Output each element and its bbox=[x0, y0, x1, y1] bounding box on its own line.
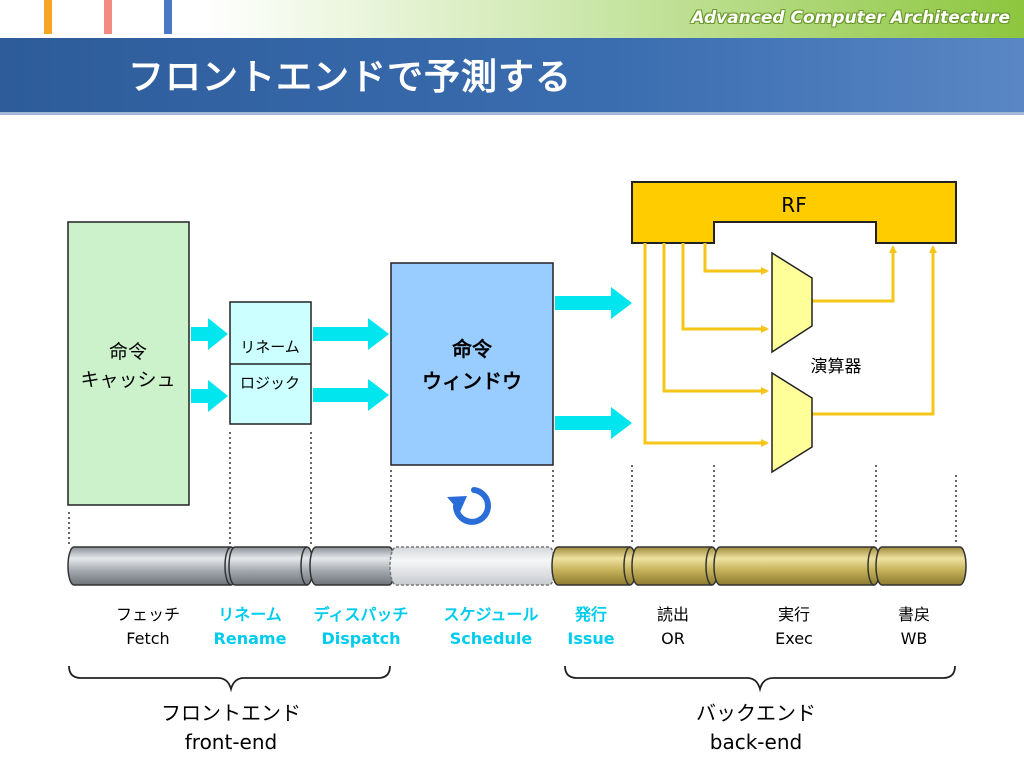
rename-label-top: リネーム bbox=[240, 338, 300, 356]
accent-bar bbox=[104, 0, 112, 34]
operand-wires bbox=[643, 243, 937, 447]
icache-label-line1: 命令 bbox=[109, 341, 147, 363]
stage-label-en: OR bbox=[661, 629, 685, 648]
arrow-right-icon bbox=[313, 379, 389, 411]
arrow-right-icon bbox=[555, 287, 632, 319]
arrow-right-icon bbox=[313, 318, 389, 350]
stage-label-en: Dispatch bbox=[321, 629, 400, 648]
alu-unit bbox=[771, 251, 813, 354]
back-end-label-jp: バックエンド bbox=[696, 701, 816, 725]
slide-title: フロントエンドで予測する bbox=[128, 57, 573, 98]
rf-label: RF bbox=[781, 193, 806, 217]
stage-label-jp: 読出 bbox=[657, 605, 689, 624]
alu-unit bbox=[771, 371, 813, 474]
stage-label-jp: 発行 bbox=[574, 605, 607, 624]
stage-label-jp: フェッチ bbox=[116, 605, 180, 624]
arrow-right-icon bbox=[191, 318, 228, 350]
icache-label-line2: キャッシュ bbox=[80, 369, 175, 391]
group-labels: フロントエンド front-end バックエンド back-end bbox=[161, 701, 816, 754]
rename-label-bottom: ロジック bbox=[240, 374, 300, 392]
group-braces bbox=[68, 665, 956, 693]
stage-label-en: WB bbox=[901, 629, 928, 648]
stage-label-jp: スケジュール bbox=[444, 605, 539, 624]
stage-label-en: Fetch bbox=[126, 629, 169, 648]
instruction-window-box bbox=[390, 262, 554, 466]
stage-exec bbox=[713, 546, 881, 586]
window-label-line2: ウィンドウ bbox=[422, 369, 522, 393]
pipeline-stages bbox=[67, 546, 967, 586]
stage-guides bbox=[68, 432, 957, 544]
stage-label-jp: リネーム bbox=[218, 605, 282, 624]
stage-label-en: Rename bbox=[214, 629, 287, 648]
stage-wb bbox=[875, 546, 967, 586]
register-file bbox=[631, 181, 957, 244]
front-end-label-jp: フロントエンド bbox=[161, 701, 301, 725]
flow-arrows bbox=[191, 287, 632, 439]
arrow-right-icon bbox=[191, 380, 228, 412]
stage-fetch bbox=[67, 546, 238, 586]
stage-label-en: Issue bbox=[567, 629, 614, 648]
title-bar: フロントエンドで予測する bbox=[0, 38, 1024, 114]
stage-labels: フェッチ Fetch リネーム Rename ディスパッチ Dispatch ス… bbox=[116, 605, 930, 648]
stage-or bbox=[631, 546, 719, 586]
accent-bar bbox=[164, 0, 172, 34]
title-underline bbox=[0, 112, 1024, 115]
arrow-right-icon bbox=[555, 407, 632, 439]
stage-schedule bbox=[389, 546, 556, 586]
rename-logic-box bbox=[229, 301, 312, 425]
top-band: Advanced Computer Architecture bbox=[0, 0, 1024, 38]
icache-box bbox=[67, 221, 190, 506]
stage-label-jp: 実行 bbox=[778, 605, 810, 624]
back-end-label-en: back-end bbox=[710, 730, 802, 754]
rotate-arrow-icon bbox=[447, 487, 491, 525]
stage-label-jp: ディスパッチ bbox=[314, 605, 409, 624]
stage-dispatch bbox=[309, 546, 396, 586]
stage-label-en: Schedule bbox=[450, 629, 533, 648]
stage-joints bbox=[224, 546, 875, 586]
accent-bar bbox=[44, 0, 52, 34]
window-label-line1: 命令 bbox=[452, 337, 493, 361]
front-end-label-en: front-end bbox=[185, 730, 277, 754]
alu-label: 演算器 bbox=[811, 357, 862, 377]
back-end-brace bbox=[564, 665, 956, 693]
stage-label-jp: 書戻 bbox=[898, 605, 930, 624]
front-end-brace bbox=[68, 665, 391, 693]
stage-label-en: Exec bbox=[775, 629, 813, 648]
course-brand: Advanced Computer Architecture bbox=[691, 8, 1010, 28]
